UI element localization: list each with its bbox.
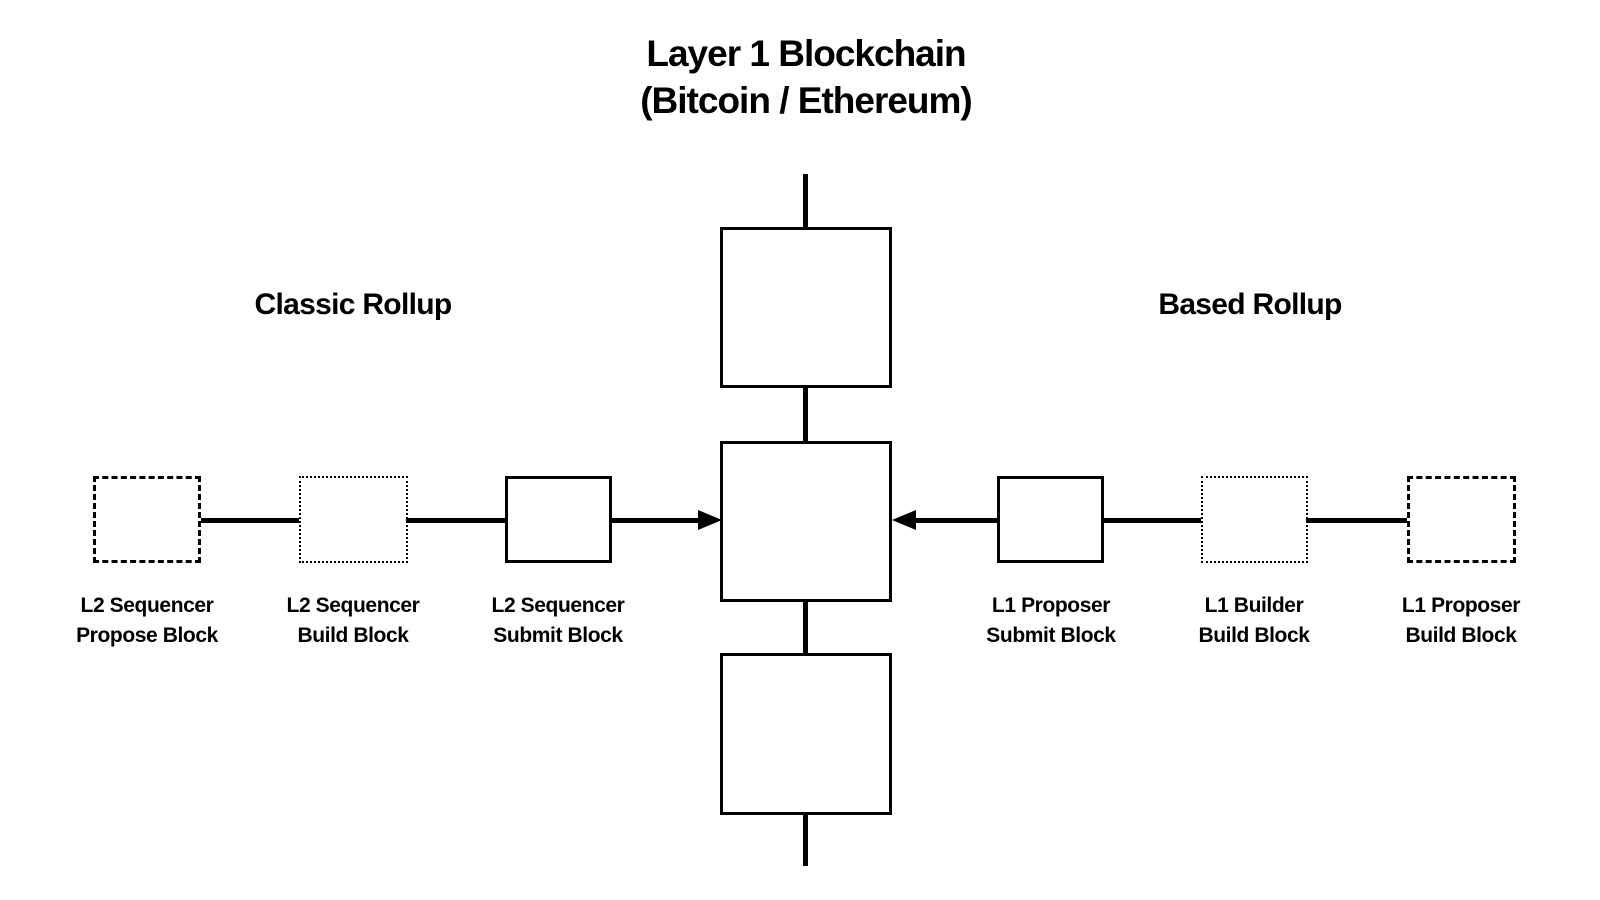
based-to-l1-arrow-line xyxy=(914,518,999,523)
classic-connector-2 xyxy=(406,518,505,523)
based-connector-2 xyxy=(1306,518,1409,523)
classic-node-build-label: L2 Sequencer Build Block xyxy=(286,594,420,647)
classic-node-submit-label: L2 Sequencer Submit Block xyxy=(491,594,625,647)
diagram-title-line2: (Bitcoin / Ethereum) xyxy=(640,80,973,121)
classic-to-l1-arrow-line xyxy=(610,518,704,523)
based-node-propose-label: L1 Proposer Build Block xyxy=(1401,594,1521,647)
arrow-left-icon xyxy=(892,510,916,530)
classic-node-submit-square xyxy=(505,476,612,563)
l1-chain-line-top xyxy=(803,174,808,228)
based-node-propose-square xyxy=(1407,476,1516,563)
classic-node-build-square xyxy=(299,476,408,563)
based-node-build-square xyxy=(1201,476,1308,563)
classic-node-propose-square xyxy=(93,476,201,563)
l1-chain-connector-upper xyxy=(803,386,808,443)
based-connector-1 xyxy=(1102,518,1203,523)
l1-chain-line-bottom xyxy=(803,813,808,866)
l1-block-middle xyxy=(720,441,892,602)
classic-connector-1 xyxy=(201,518,299,523)
arrow-right-icon xyxy=(698,510,722,530)
l1-block-top xyxy=(720,227,892,388)
diagram-title-line1: Layer 1 Blockchain xyxy=(646,33,966,74)
classic-node-propose-label: L2 Sequencer Propose Block xyxy=(76,594,218,647)
l1-chain-connector-lower xyxy=(803,600,808,655)
diagram-title: Layer 1 Blockchain (Bitcoin / Ethereum) xyxy=(640,30,973,124)
based-node-submit-label: L1 Proposer Submit Block xyxy=(986,594,1116,647)
l1-block-bottom xyxy=(720,653,892,815)
based-node-submit-square xyxy=(997,476,1104,563)
based-rollup-heading: Based Rollup xyxy=(1158,288,1342,321)
classic-rollup-heading: Classic Rollup xyxy=(254,288,453,321)
based-node-build-label: L1 Builder Build Block xyxy=(1198,594,1310,647)
